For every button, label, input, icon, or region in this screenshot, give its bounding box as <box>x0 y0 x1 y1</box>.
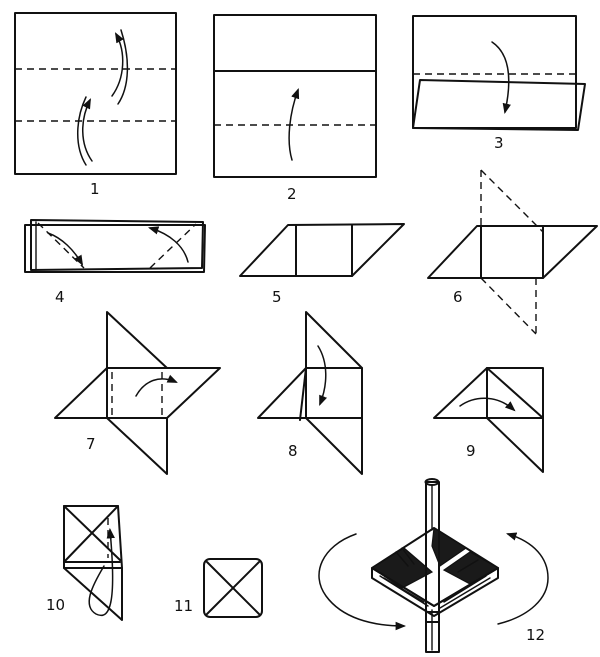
step-4-figure <box>24 219 206 273</box>
step-5-figure <box>239 223 405 277</box>
step-12-label: 12 <box>526 626 545 644</box>
step-6-label: 6 <box>453 288 463 306</box>
step-4-label: 4 <box>55 288 65 306</box>
step-1-figure <box>14 12 177 175</box>
step-2-label: 2 <box>287 185 297 203</box>
step-2-figure <box>213 14 377 178</box>
step-12-figure <box>318 478 549 653</box>
step-9-label: 9 <box>466 442 476 460</box>
step-10-label: 10 <box>46 596 65 614</box>
step-3-label: 3 <box>494 134 504 152</box>
step-10-figure <box>63 505 123 621</box>
step-11-figure <box>203 558 263 618</box>
step-3-figure <box>412 15 586 131</box>
step-5-label: 5 <box>272 288 282 306</box>
step-1-label: 1 <box>90 180 100 198</box>
step-9-figure <box>433 367 544 473</box>
step-6-figure <box>427 169 598 335</box>
step-8-label: 8 <box>288 442 298 460</box>
step-7-label: 7 <box>86 435 96 453</box>
step-11-label: 11 <box>174 597 193 615</box>
step-7-figure <box>54 311 221 475</box>
step-8-figure <box>257 311 363 475</box>
